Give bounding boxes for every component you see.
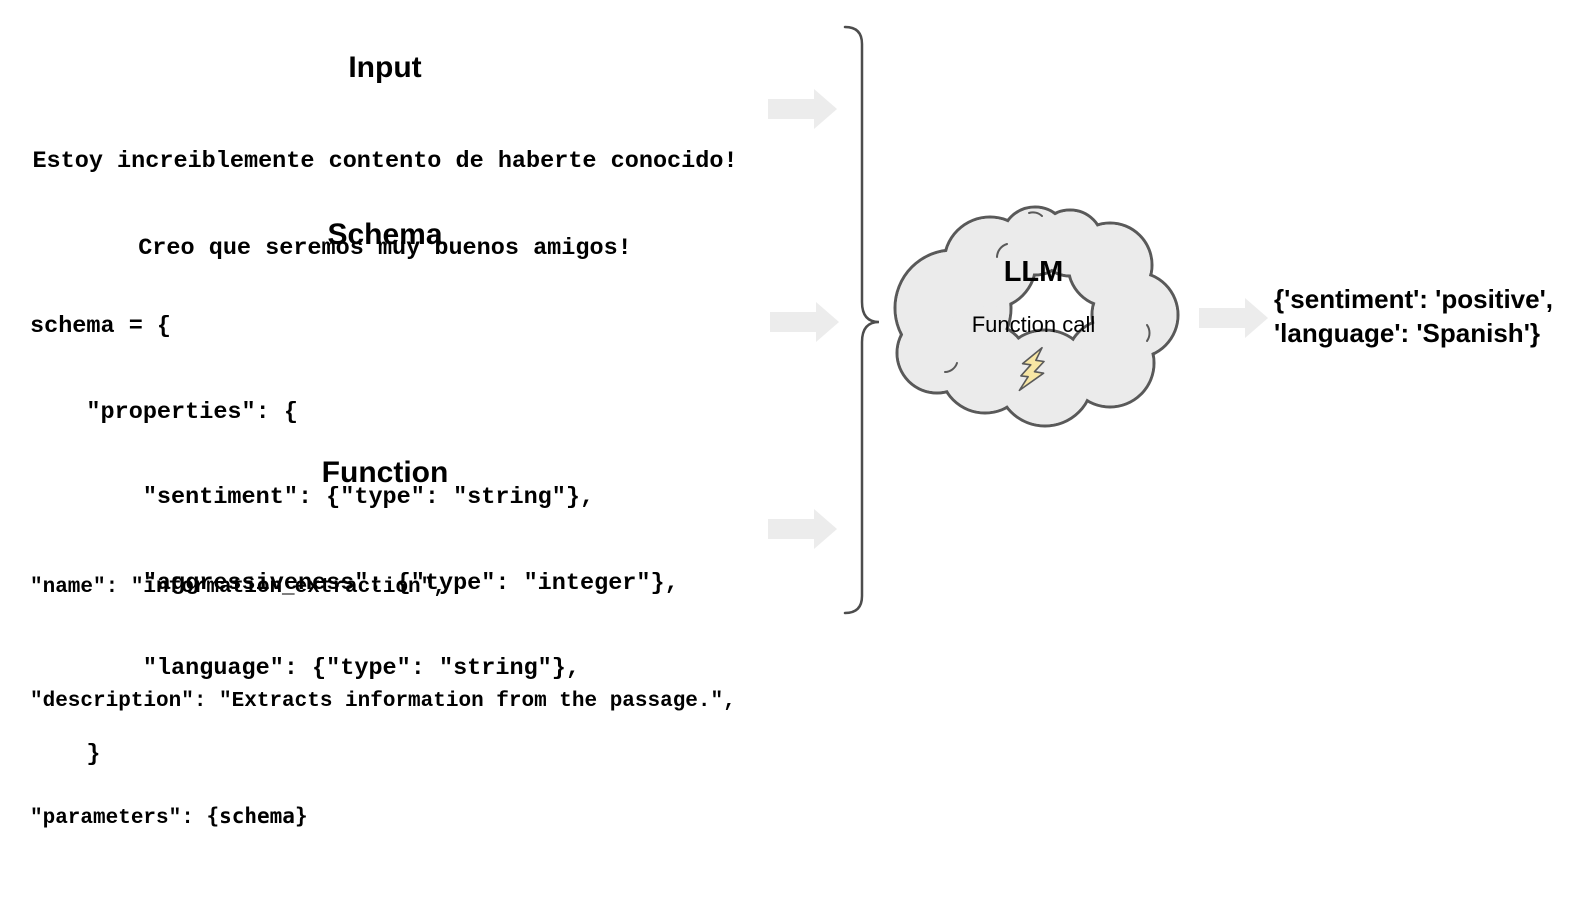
output-result-line: 'language': 'Spanish'}	[1274, 318, 1540, 348]
input-title: Input	[348, 51, 422, 84]
schema-code-line: schema = {	[30, 313, 172, 340]
function-arrow-icon	[768, 509, 837, 549]
function-parameters-line: "parameters": {schema}	[30, 797, 740, 838]
curly-brace	[843, 25, 880, 615]
output-result-line: {'sentiment': 'positive',	[1274, 284, 1554, 314]
schema-code-line: "sentiment": {"type": "string"},	[30, 484, 595, 511]
llm-label: LLM	[1003, 256, 1064, 288]
lightning-bolt-icon	[1018, 346, 1045, 392]
schema-title: Schema	[327, 218, 443, 251]
input-text: Estoy increiblemente contento de haberte…	[30, 89, 740, 321]
output-result: {'sentiment': 'positive', 'language': 'S…	[1274, 282, 1574, 350]
schema-arrow-icon	[770, 302, 839, 342]
output-arrow-icon	[1199, 298, 1268, 338]
function-code-block: "name": "information_extraction", "descr…	[30, 493, 740, 914]
cloud-curl-details	[944, 211, 1151, 373]
function-code-line: "name": "information_extraction",	[30, 576, 446, 599]
function-parameters-schema-token: {schema}	[206, 804, 308, 828]
function-code-line: "description": "Extracts information fro…	[30, 690, 736, 713]
input-arrow-icon	[768, 89, 837, 129]
function-title: Function	[321, 456, 449, 489]
input-text-line: Estoy increiblemente contento de haberte…	[32, 148, 738, 175]
input-section: Input Estoy increiblemente contento de h…	[30, 50, 740, 321]
input-text-line: Creo que seremos muy buenos amigos!	[138, 235, 632, 262]
function-call-label: Function call	[971, 312, 1096, 337]
schema-code-line: "properties": {	[30, 398, 298, 426]
function-parameters-prefix: "parameters":	[30, 807, 207, 830]
schema-code-line: "aggressiveness": {"type": "integer"},	[30, 569, 679, 597]
llm-cloud	[893, 205, 1180, 428]
function-section: Function "name": "information_extraction…	[30, 455, 740, 914]
